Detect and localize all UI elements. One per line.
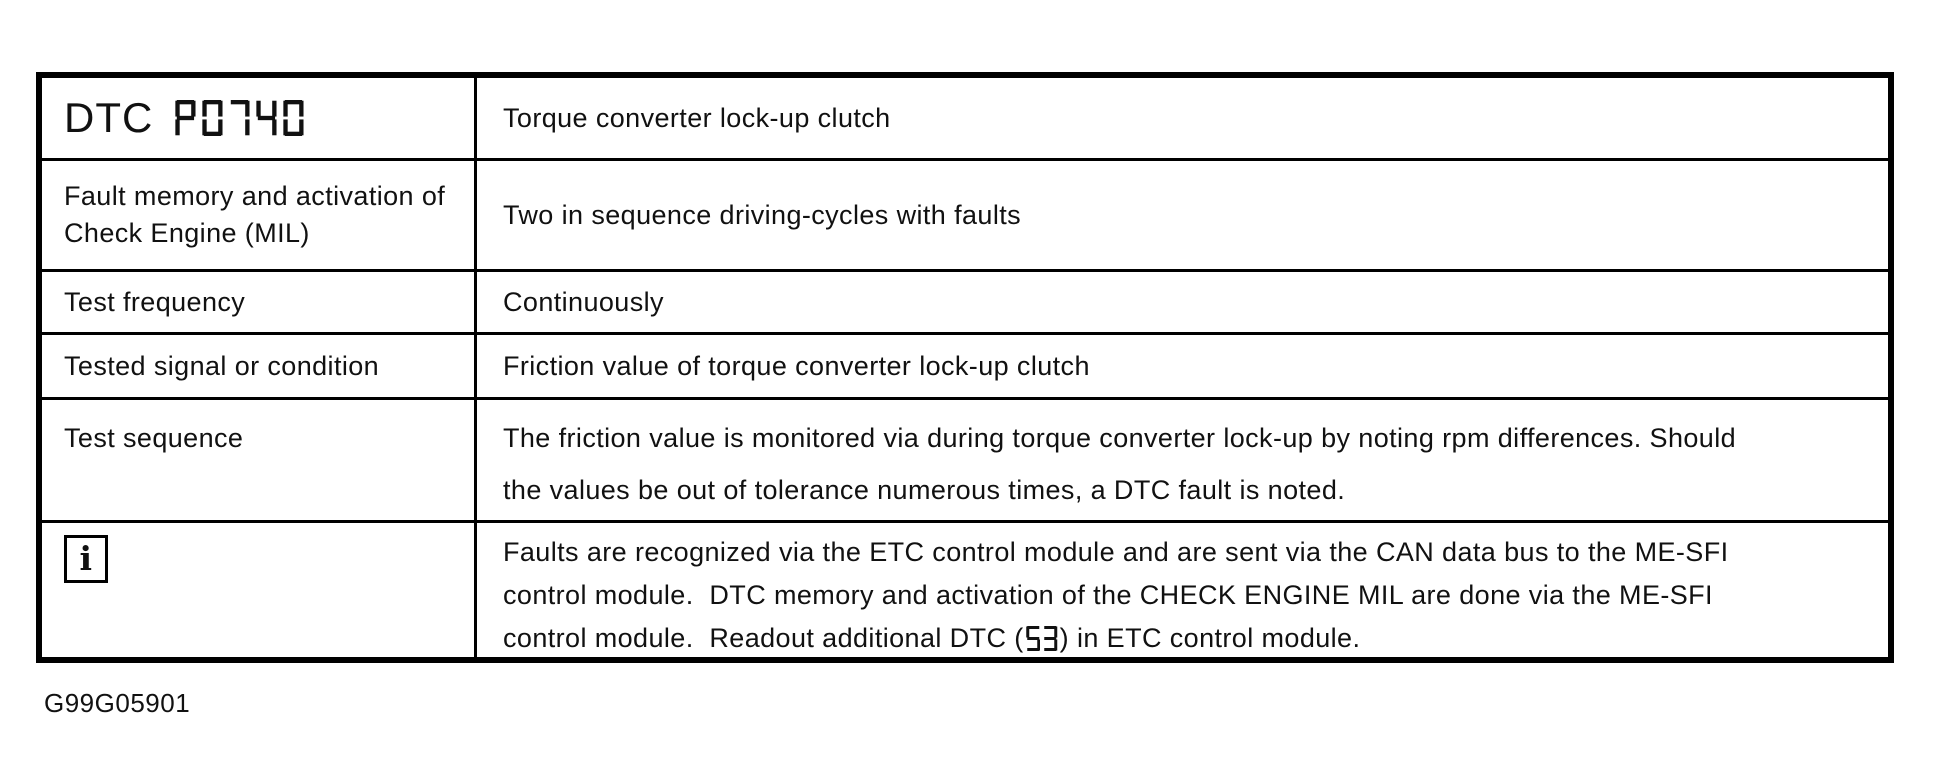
info-note-line2: control module. DTC memory and activatio… [503, 580, 1713, 610]
table-row-fault-memory: Fault memory and activation of Check Eng… [42, 161, 1888, 272]
info-icon: i [64, 535, 108, 583]
tested-signal-value: Friction value of torque converter lock-… [503, 350, 1090, 381]
info-note-line3-before: control module. Readout additional DTC ( [503, 623, 1024, 653]
test-sequence-line1: The friction value is monitored via duri… [503, 423, 1737, 453]
dtc-description-text: Torque converter lock-up clutch [503, 102, 891, 133]
test-sequence-value-cell: The friction value is monitored via duri… [477, 400, 1888, 520]
test-frequency-label-cell: Test frequency [42, 272, 477, 332]
fault-memory-value: Two in sequence driving-cycles with faul… [503, 199, 1022, 230]
dtc-53-segment-display [1025, 626, 1058, 651]
figure-caption: G99G05901 [44, 688, 191, 718]
info-icon-cell: i [42, 523, 477, 657]
dtc-label: DTC [64, 94, 154, 141]
dtc-fault-table: DTC Torque converter lock-up clutch Faul… [36, 72, 1894, 663]
test-sequence-line2: the values be out of tolerance numerous … [503, 475, 1346, 505]
table-row-tested-signal: Tested signal or condition Friction valu… [42, 335, 1888, 400]
dtc-code-cell: DTC [42, 78, 477, 158]
info-note-line3-after: ) in ETC control module. [1059, 623, 1361, 653]
table-row-test-sequence: Test sequence The friction value is moni… [42, 400, 1888, 523]
test-frequency-value-cell: Continuously [477, 272, 1888, 332]
test-sequence-label: Test sequence [64, 423, 244, 453]
table-row-test-frequency: Test frequency Continuously [42, 272, 1888, 335]
test-sequence-label-cell: Test sequence [42, 400, 477, 520]
info-note-line3: control module. Readout additional DTC (… [503, 617, 1868, 660]
fault-memory-label-cell: Fault memory and activation of Check Eng… [42, 161, 477, 269]
fault-memory-label: Fault memory and activation of Check Eng… [64, 181, 446, 248]
test-frequency-label: Test frequency [64, 286, 246, 317]
dtc-description-cell: Torque converter lock-up clutch [477, 78, 1888, 158]
test-frequency-value: Continuously [503, 286, 664, 317]
dtc-code-segment-display [175, 100, 304, 136]
info-note-cell: Faults are recognized via the ETC contro… [477, 523, 1888, 657]
fault-memory-value-cell: Two in sequence driving-cycles with faul… [477, 161, 1888, 269]
tested-signal-value-cell: Friction value of torque converter lock-… [477, 335, 1888, 397]
table-row-dtc: DTC Torque converter lock-up clutch [42, 78, 1888, 161]
table-row-info-note: i Faults are recognized via the ETC cont… [42, 523, 1888, 657]
tested-signal-label-cell: Tested signal or condition [42, 335, 477, 397]
tested-signal-label: Tested signal or condition [64, 350, 380, 381]
info-note-line1: Faults are recognized via the ETC contro… [503, 537, 1729, 567]
